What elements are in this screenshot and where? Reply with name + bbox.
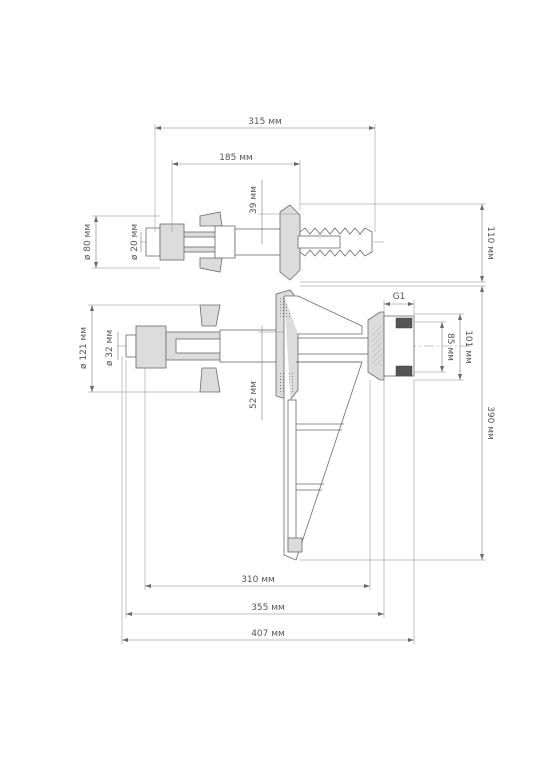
dimension-arrows — [90, 126, 484, 642]
bottom-flange-lower — [199, 367, 221, 393]
bottom-body — [219, 329, 281, 363]
bottom-end-cap — [125, 334, 137, 358]
dim-label-85: 85 мм — [445, 333, 455, 361]
bracket-top-arm — [284, 295, 363, 335]
top-flange-lower — [199, 257, 223, 273]
bottom-flange-upper — [199, 304, 221, 327]
dim-label-d20: ø 20 мм — [130, 224, 140, 260]
top-tap-assembly — [140, 204, 385, 281]
top-flange-upper — [199, 211, 223, 227]
dim-label-52: 52 мм — [249, 381, 259, 409]
dim-label-185: 185 мм — [219, 153, 253, 163]
outlet-thread — [372, 326, 382, 366]
outlet-seal-bottom — [395, 365, 413, 377]
outlet-seal-top — [395, 317, 413, 329]
top-collar — [214, 225, 236, 259]
top-end-cap — [145, 227, 161, 257]
dim-label-355: 355 мм — [251, 603, 285, 613]
dim-label-g1: G1 — [393, 292, 406, 302]
dim-label-407: 407 мм — [251, 629, 285, 639]
dim-label-d80: ø 80 мм — [83, 224, 93, 260]
dim-label-310: 310 мм — [241, 575, 275, 585]
dim-label-39: 39 мм — [249, 186, 259, 214]
dim-label-d32: ø 32 мм — [105, 330, 115, 366]
dimension-labels: 315 мм 185 мм 39 мм 110 мм ø 80 мм ø 20 … — [79, 117, 495, 639]
bracket-inner-post — [287, 399, 297, 551]
bottom-nut — [135, 325, 167, 369]
dimension-lines — [88, 124, 486, 644]
top-body — [234, 228, 286, 256]
bottom-tap-assembly — [118, 289, 470, 561]
dim-label-315: 315 мм — [248, 117, 282, 127]
bracket-diagonal — [299, 361, 363, 549]
bracket-foot-clip — [287, 537, 303, 553]
top-hose-insert — [297, 235, 341, 249]
dim-label-d121: ø 121 мм — [79, 327, 89, 369]
top-wall-seal — [279, 204, 301, 281]
dim-label-110: 110 мм — [485, 226, 495, 260]
dim-label-390: 390 мм — [485, 406, 495, 440]
dim-label-101: 101 мм — [463, 330, 473, 364]
